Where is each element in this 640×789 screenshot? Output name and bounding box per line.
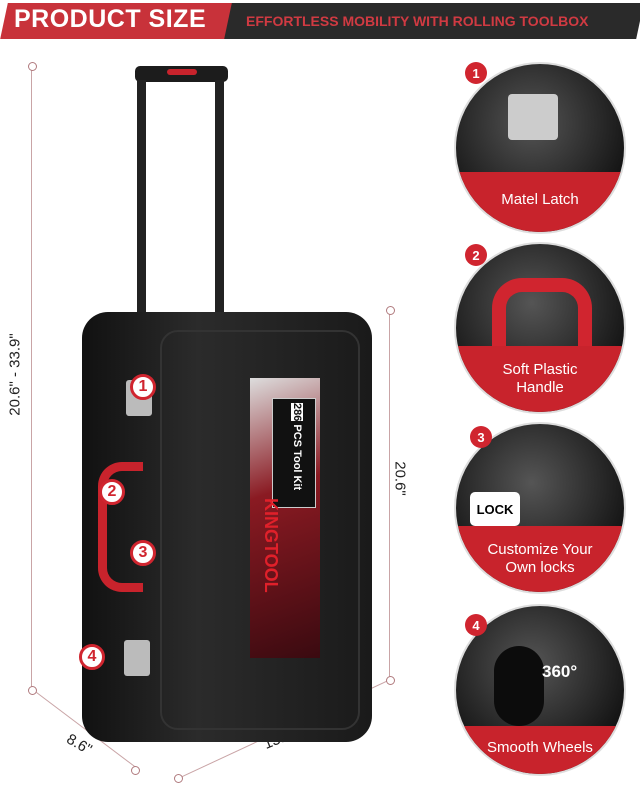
toolbox-lid bbox=[160, 330, 360, 730]
callout-badge-2: 2 bbox=[99, 479, 125, 505]
label-height: 20.6" bbox=[391, 461, 409, 496]
dim-dot bbox=[386, 676, 395, 685]
dim-dot bbox=[386, 306, 395, 315]
feature-handle: Soft Plastic Handle bbox=[454, 242, 626, 414]
feature-badge-1: 1 bbox=[465, 62, 487, 84]
callout-badge-1: 1 bbox=[130, 374, 156, 400]
feature-badge-4: 4 bbox=[465, 614, 487, 636]
latch-closeup bbox=[508, 94, 558, 140]
trolley-handle-grip bbox=[135, 66, 228, 82]
piece-count-badge: 286 PCS Tool Kit bbox=[272, 398, 316, 508]
banner-title: PRODUCT SIZE bbox=[14, 5, 207, 33]
feature-label: Smooth Wheels bbox=[456, 726, 624, 774]
latch bbox=[124, 640, 150, 676]
feature-badge-2: 2 bbox=[465, 244, 487, 266]
banner-subtitle: EFFORTLESS MOBILITY WITH ROLLING TOOLBOX bbox=[246, 13, 589, 29]
dim-dot bbox=[174, 774, 183, 783]
dim-dot bbox=[28, 686, 37, 695]
trolley-rod bbox=[137, 80, 146, 315]
dim-line-height-extended bbox=[31, 66, 32, 690]
dim-dot bbox=[131, 766, 140, 775]
wheel-closeup bbox=[494, 646, 544, 726]
handle-closeup bbox=[492, 278, 592, 348]
callout-badge-3: 3 bbox=[130, 540, 156, 566]
rotation-label: 360° bbox=[542, 662, 578, 681]
side-handle bbox=[98, 462, 143, 592]
feature-lock: LOCK Customize Your Own locks bbox=[454, 422, 626, 594]
brand-logo: KINGTOOL bbox=[261, 498, 281, 593]
dim-dot bbox=[28, 62, 37, 71]
feature-latch: Matel Latch bbox=[454, 62, 626, 234]
dim-line-height bbox=[389, 310, 390, 680]
feature-badge-3: 3 bbox=[470, 426, 492, 448]
feature-label: Soft Plastic Handle bbox=[456, 346, 624, 412]
callout-badge-4: 4 bbox=[79, 644, 105, 670]
lock-label: LOCK bbox=[470, 492, 520, 526]
piece-count: 286 bbox=[291, 403, 303, 422]
feature-label: Customize Your Own locks bbox=[456, 526, 624, 592]
feature-label: Matel Latch bbox=[456, 172, 624, 232]
piece-count-text: PCS Tool Kit bbox=[291, 424, 303, 491]
label-height-extended: 20.6" - 33.9" bbox=[6, 333, 24, 416]
trolley-rod bbox=[215, 80, 224, 315]
